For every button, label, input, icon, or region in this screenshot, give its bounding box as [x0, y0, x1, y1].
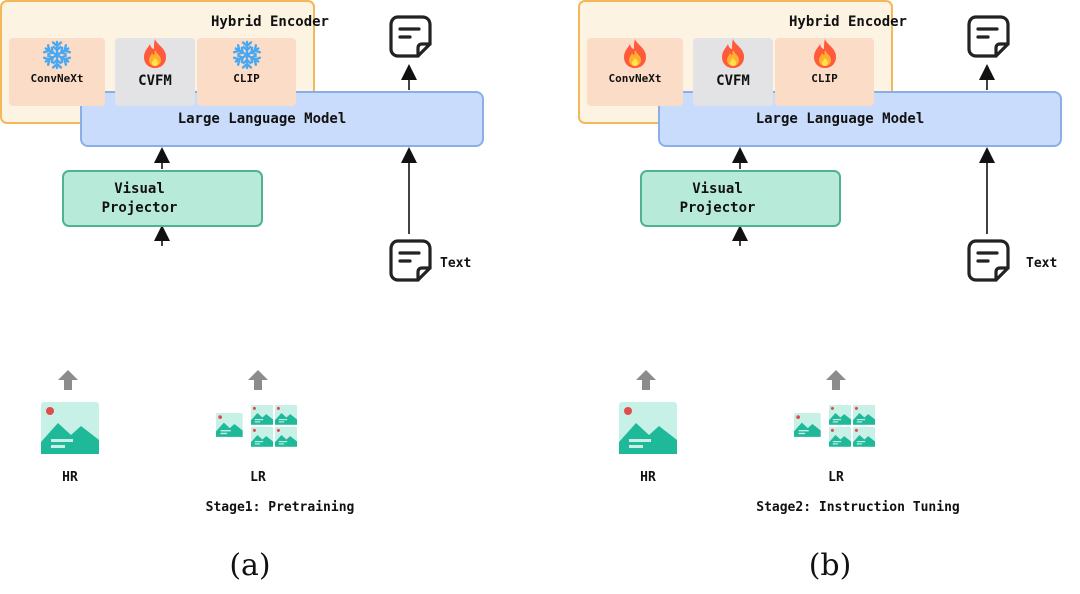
- input-arrow-hr: [636, 370, 656, 390]
- lr-image-icon: [794, 405, 876, 447]
- stage-a-panel: Large Language Model Visual Projector Hy…: [0, 0, 484, 583]
- cvfm-label: CVFM: [138, 73, 172, 89]
- input-arrow-lr: [248, 370, 268, 390]
- stage-a-connectors: [41, 15, 432, 454]
- clip-trainable-flame-icon: [814, 39, 836, 68]
- panel-label: (b): [808, 548, 852, 583]
- cvfm-trainable-flame-icon: [144, 39, 166, 68]
- input-arrow-lr: [826, 370, 846, 390]
- convnext-block: ConvNeXt: [9, 38, 105, 106]
- llm-label: Large Language Model: [755, 111, 925, 127]
- input-arrow-hr: [58, 370, 78, 390]
- cvfm-block: CVFM: [693, 38, 773, 106]
- hr-label: HR: [62, 470, 78, 485]
- text-input-label: Text: [1026, 256, 1058, 271]
- llm-label: Large Language Model: [177, 111, 347, 127]
- hr-image-icon: [41, 402, 99, 454]
- hybrid-encoder-title: Hybrid Encoder: [210, 14, 329, 30]
- clip-block: CLIP: [197, 38, 296, 106]
- clip-frozen-snowflake-icon: [232, 40, 262, 70]
- projector-label: Visual Projector: [101, 180, 178, 216]
- text-document-icon: [389, 239, 432, 282]
- cvfm-block: CVFM: [115, 38, 195, 106]
- convnext-frozen-snowflake-icon: [42, 40, 72, 70]
- cvfm-trainable-flame-icon: [722, 39, 744, 68]
- visual-projector-block: Visual Projector: [62, 170, 263, 227]
- panel-label: (a): [229, 548, 271, 583]
- text-document-icon: [967, 239, 1010, 282]
- convnext-label: ConvNeXt: [30, 72, 84, 85]
- lr-label: LR: [250, 470, 266, 485]
- hybrid-encoder-block: Hybrid Encoder ConvNeXt CVFM CLIP: [0, 0, 329, 124]
- stage-caption: Stage2: Instruction Tuning: [756, 500, 960, 515]
- text-input-label: Text: [440, 256, 472, 271]
- lr-image-icon: [216, 405, 298, 447]
- stage-b-connectors: [619, 15, 1010, 454]
- hybrid-encoder-block: Hybrid Encoder ConvNeXt CVFM CLIP: [578, 0, 907, 124]
- clip-label: CLIP: [811, 72, 838, 85]
- stage-caption: Stage1: Pretraining: [205, 500, 355, 515]
- stage-b-panel: Large Language Model Visual Projector Hy…: [578, 0, 1080, 594]
- cvfm-label: CVFM: [716, 73, 750, 89]
- clip-label: CLIP: [233, 72, 260, 85]
- visual-projector-block: Visual Projector: [640, 170, 841, 227]
- lr-label: LR: [828, 470, 844, 485]
- convnext-trainable-flame-icon: [624, 39, 646, 68]
- hr-label: HR: [640, 470, 656, 485]
- clip-block: CLIP: [775, 38, 874, 106]
- convnext-label: ConvNeXt: [608, 72, 662, 85]
- hybrid-encoder-title: Hybrid Encoder: [788, 14, 907, 30]
- convnext-block: ConvNeXt: [587, 38, 683, 106]
- hr-image-icon: [619, 402, 677, 454]
- projector-label: Visual Projector: [679, 180, 756, 216]
